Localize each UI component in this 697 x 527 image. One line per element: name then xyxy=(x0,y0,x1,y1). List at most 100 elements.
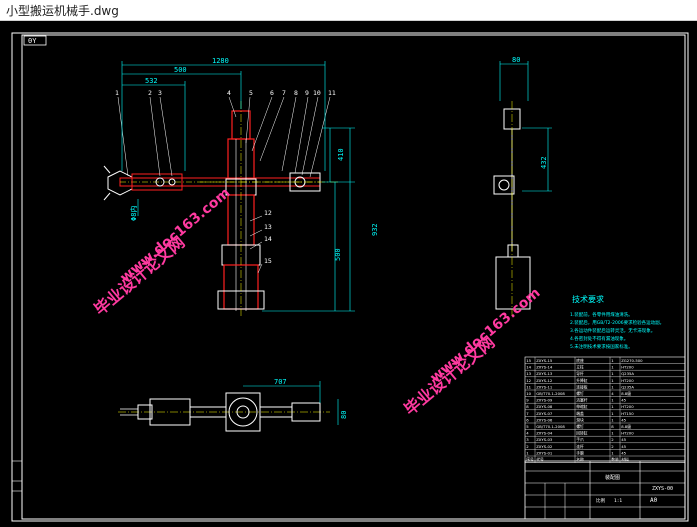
tech-requirements: 技术要求 1.装配前，各零件用煤油清洗。 2.装配后，用GB/T2-2006要求… xyxy=(570,294,664,350)
part-label-12: 12 xyxy=(264,209,272,217)
bom-cell: ZXYS-11 xyxy=(536,384,553,389)
bom-cell: 活塞杆 xyxy=(576,398,588,403)
bom-cell: ZXYS-15 xyxy=(536,358,553,363)
bom-cell: HT150 xyxy=(621,411,634,416)
bom-cell: ZXYS-14 xyxy=(536,365,553,370)
bom-cell: ZXYS-03 xyxy=(536,437,553,442)
bom-cell: ZXYS-06 xyxy=(536,417,553,422)
front-view xyxy=(103,101,340,316)
dim-1280: 1280 xyxy=(212,57,229,65)
window-titlebar: 小型搬运机械手.dwg xyxy=(0,0,697,21)
bom-cell: 1 xyxy=(611,384,614,389)
bom-cell: 45 xyxy=(621,450,626,455)
bom-cell: 2 xyxy=(611,437,614,442)
drawing-canvas[interactable]: 0Y xyxy=(0,21,697,527)
plan-dimensions xyxy=(243,381,339,425)
bom-cell: 45 xyxy=(621,398,626,403)
bom-cell: 4 xyxy=(526,431,529,436)
dim-80-plan: 80 xyxy=(340,411,348,419)
bom-cell: 8.8级 xyxy=(621,391,631,396)
bom-cell: 螺钉 xyxy=(576,391,584,396)
part-label-6: 6 xyxy=(270,89,274,97)
bom-cell: 滑块 xyxy=(576,417,584,422)
cad-viewport[interactable]: 0Y xyxy=(0,21,697,527)
bom-cell: 8.8级 xyxy=(621,424,631,429)
bom-cell: ZXYS-04 xyxy=(536,431,553,436)
part-labels: 1 2 3 4 5 6 7 8 9 10 11 12 13 14 15 xyxy=(115,89,336,265)
bom-cell: 螺钉 xyxy=(576,424,584,429)
watermarks: 毕业设计论文网 www.doc163.com 毕业设计论文网 www.doc16… xyxy=(90,185,543,419)
dim-diameter: Φ8内 xyxy=(129,206,138,221)
dim-500-vert: 500 xyxy=(334,248,342,261)
part-label-5: 5 xyxy=(249,89,253,97)
bom-cell: 45 xyxy=(621,417,626,422)
bom-header-cell: 材料 xyxy=(621,457,629,462)
part-label-10: 10 xyxy=(313,89,321,97)
bom-cell: 8 xyxy=(526,404,529,409)
dim-932: 932 xyxy=(371,223,379,236)
dim-410: 410 xyxy=(337,148,345,161)
bom-cell: 45 xyxy=(621,444,626,449)
bom-cell: 7 xyxy=(526,411,529,416)
part-label-7: 7 xyxy=(282,89,286,97)
dim-500-top: 500 xyxy=(174,66,187,74)
bom-cell: 1 xyxy=(611,398,614,403)
bom-cell: 8 xyxy=(611,424,614,429)
bom-cell: HT200 xyxy=(621,431,634,436)
bom-cell: 导杆 xyxy=(576,371,584,376)
bom-header-cell: 序号 xyxy=(526,457,534,462)
part-label-11: 11 xyxy=(328,89,336,97)
sheet-border xyxy=(11,32,689,522)
bom-cell: 2 xyxy=(611,444,614,449)
front-dimensions xyxy=(121,61,355,312)
view-tab-box[interactable] xyxy=(23,35,47,46)
side-dimension-texts: 80 432 xyxy=(512,56,548,169)
dim-532: 532 xyxy=(145,77,158,85)
bom-cell: 2 xyxy=(526,444,529,449)
bom-cell: 手爪 xyxy=(576,437,584,442)
bom-cell: 1 xyxy=(611,378,614,383)
bom-cell: 手腕 xyxy=(576,450,584,455)
side-dimensions xyxy=(499,61,552,192)
bom-cell: HT200 xyxy=(621,378,634,383)
tech-req-title: 技术要求 xyxy=(572,294,604,304)
bom-cell: ZG270-500 xyxy=(621,358,643,363)
margin-ticks xyxy=(12,460,22,492)
bom-cell: HT200 xyxy=(621,404,634,409)
title-sheet-size: A0 xyxy=(650,497,658,504)
bom-cell: ZXYS-12 xyxy=(536,378,553,383)
part-label-13: 13 xyxy=(264,223,272,231)
title-scale-value: 1:1 xyxy=(614,498,622,504)
part-label-3: 3 xyxy=(158,89,162,97)
dim-80-side: 80 xyxy=(512,56,520,64)
bom-cell: 1 xyxy=(611,417,614,422)
part-label-15: 15 xyxy=(264,257,272,265)
bom-cell: ZXYS-09 xyxy=(536,398,553,403)
tech-req-line-4: 4.各密封处不得有漏油现象。 xyxy=(570,335,628,342)
bom-cell: 13 xyxy=(526,371,531,376)
bom-cell: 立柱 xyxy=(576,365,584,370)
dim-707: 707 xyxy=(274,378,287,386)
bom-cell: HT200 xyxy=(621,365,634,370)
bom-cell: 15 xyxy=(526,358,531,363)
tech-req-line-2: 2.装配后，用GB/T2-2006要求检验各运动副。 xyxy=(570,319,664,326)
view-tab-label: 0Y xyxy=(28,37,37,45)
bom-cell: 1 xyxy=(526,450,529,455)
watermark-url-1: www.doc163.com xyxy=(117,185,233,286)
bom-cell: 1 xyxy=(611,450,614,455)
bom-cell: 伸缩缸 xyxy=(576,404,588,409)
plan-dimension-texts: 707 80 xyxy=(274,378,348,419)
bom-cell: 3 xyxy=(526,437,529,442)
part-label-14: 14 xyxy=(264,235,272,243)
bom-cell: ZXYS-08 xyxy=(536,404,553,409)
bom-cell: ZXYS-13 xyxy=(536,371,553,376)
bom-cell: 1 xyxy=(611,411,614,416)
bom-cell: GB/T70.1-2008 xyxy=(536,391,565,396)
part-label-2: 2 xyxy=(148,89,152,97)
plan-view xyxy=(118,392,330,432)
part-label-9: 9 xyxy=(305,89,309,97)
bom-cell: 1 xyxy=(611,404,614,409)
bom-cell: 45 xyxy=(621,437,626,442)
bom-cell: ZXYS-07 xyxy=(536,411,553,416)
bom-cell: 14 xyxy=(526,365,531,370)
